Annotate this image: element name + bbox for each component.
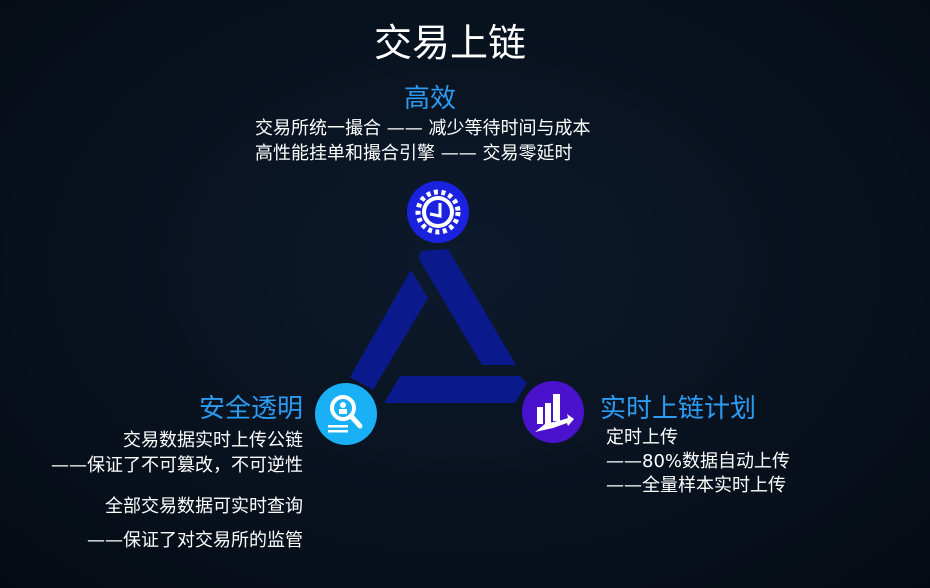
- heading-efficient: 高效: [403, 84, 456, 114]
- left-line-1: 交易数据实时上传公链: [123, 430, 303, 451]
- top-line-2: 高性能挂单和撮合引擎 —— 交易零延时: [255, 143, 573, 164]
- heading-transparent: 安全透明: [198, 394, 303, 424]
- left-line-2: ——保证了不可篡改，不可逆性: [51, 455, 303, 476]
- left-line-4: ——保证了对交易所的监管: [87, 530, 303, 551]
- chart-upload-icon: [522, 381, 584, 443]
- search-user-icon: [315, 383, 377, 445]
- right-line-2: ——80%数据自动上传: [606, 451, 791, 472]
- triangle-left-bar: [350, 270, 428, 390]
- triangle-bottom-bar: [384, 376, 527, 403]
- right-line-3: ——全量样本实时上传: [606, 475, 786, 496]
- top-line-1: 交易所统一撮合 —— 减少等待时间与成本: [255, 118, 591, 139]
- page-title: 交易上链: [373, 21, 526, 65]
- left-line-3: 全部交易数据可实时查询: [105, 496, 303, 517]
- triangle-right-bar: [419, 249, 516, 365]
- heading-realtime-plan: 实时上链计划: [600, 394, 757, 424]
- gear-clock-icon: [407, 181, 469, 243]
- right-line-1: 定时上传: [606, 427, 678, 448]
